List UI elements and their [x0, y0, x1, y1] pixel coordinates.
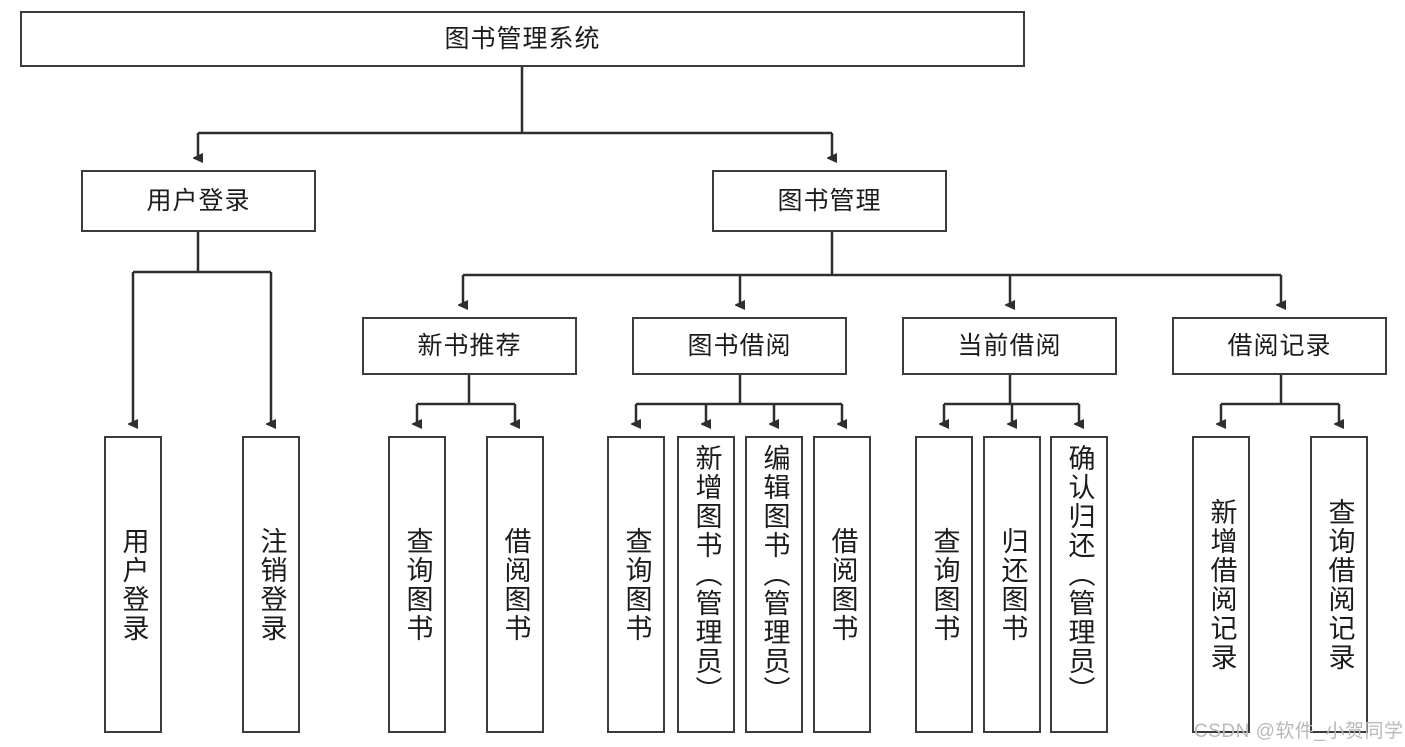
node-leaf-borrow-book-2[interactable]: 借阅图书 — [813, 436, 871, 733]
node-leaf-query-record[interactable]: 查询借阅记录 — [1310, 436, 1368, 733]
node-root-label: 图书管理系统 — [444, 24, 601, 53]
node-leaf-query-book-1-label: 查询图书 — [402, 526, 433, 643]
node-book-borrow-label: 图书借阅 — [687, 331, 792, 360]
node-leaf-add-book-label: 新增图书（管理员） — [691, 444, 722, 705]
node-leaf-confirm-return-label: 确认归还（管理员） — [1064, 444, 1095, 705]
node-leaf-edit-book-label: 编辑图书（管理员） — [759, 444, 790, 705]
node-book-borrow[interactable]: 图书借阅 — [632, 317, 847, 375]
node-leaf-add-book[interactable]: 新增图书（管理员） — [677, 436, 735, 733]
node-leaf-add-record[interactable]: 新增借阅记录 — [1192, 436, 1250, 733]
node-book-manage-label: 图书管理 — [777, 186, 882, 215]
node-user-login-label: 用户登录 — [146, 186, 251, 215]
node-new-book-recommend-label: 新书推荐 — [417, 331, 522, 360]
node-leaf-borrow-book-1[interactable]: 借阅图书 — [486, 436, 544, 733]
node-leaf-user-login[interactable]: 用户登录 — [104, 436, 162, 733]
node-leaf-borrow-book-2-label: 借阅图书 — [827, 526, 858, 643]
node-current-borrow[interactable]: 当前借阅 — [902, 317, 1117, 375]
node-leaf-query-book-2[interactable]: 查询图书 — [607, 436, 665, 733]
node-leaf-return-book[interactable]: 归还图书 — [983, 436, 1041, 733]
node-leaf-query-book-2-label: 查询图书 — [621, 526, 652, 643]
node-leaf-query-book-3-label: 查询图书 — [929, 526, 960, 643]
node-leaf-query-record-label: 查询借阅记录 — [1324, 497, 1355, 672]
node-user-login[interactable]: 用户登录 — [81, 170, 316, 232]
node-leaf-return-book-label: 归还图书 — [997, 526, 1028, 643]
node-leaf-user-login-label: 用户登录 — [118, 526, 149, 643]
node-current-borrow-label: 当前借阅 — [957, 331, 1062, 360]
node-leaf-add-record-label: 新增借阅记录 — [1206, 497, 1237, 672]
node-borrow-record-label: 借阅记录 — [1227, 331, 1332, 360]
node-leaf-query-book-3[interactable]: 查询图书 — [915, 436, 973, 733]
node-leaf-confirm-return[interactable]: 确认归还（管理员） — [1050, 436, 1108, 733]
node-borrow-record[interactable]: 借阅记录 — [1172, 317, 1387, 375]
node-leaf-logout-login[interactable]: 注销登录 — [242, 436, 300, 733]
csdn-watermark: CSDN @软件_小贺同学 — [1194, 721, 1404, 742]
node-leaf-edit-book[interactable]: 编辑图书（管理员） — [745, 436, 803, 733]
node-leaf-logout-login-label: 注销登录 — [256, 526, 287, 643]
node-book-manage[interactable]: 图书管理 — [712, 170, 947, 232]
node-new-book-recommend[interactable]: 新书推荐 — [362, 317, 577, 375]
node-leaf-borrow-book-1-label: 借阅图书 — [500, 526, 531, 643]
node-leaf-query-book-1[interactable]: 查询图书 — [388, 436, 446, 733]
node-root[interactable]: 图书管理系统 — [20, 11, 1025, 67]
